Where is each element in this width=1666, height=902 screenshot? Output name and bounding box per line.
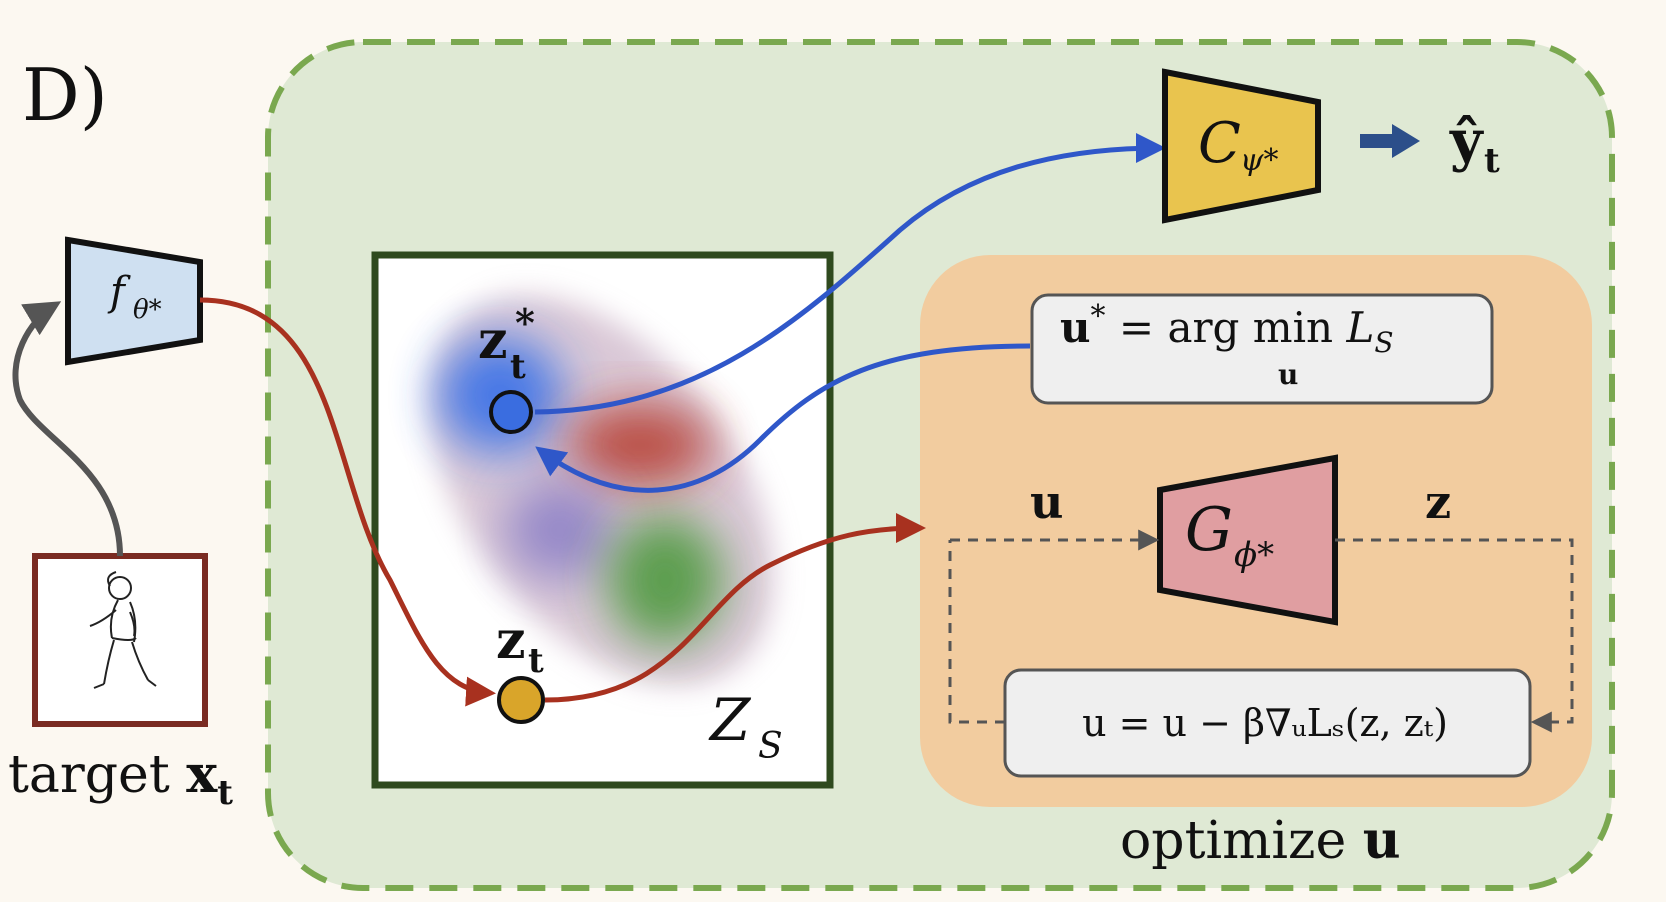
input-arrow (12, 301, 123, 557)
generator-output-dashed (1335, 538, 1574, 733)
update-formula-box (1003, 668, 1532, 778)
generator-block (1157, 454, 1338, 626)
classifier-sub: ψ* (1240, 143, 1279, 178)
generator-output-label: z (1425, 475, 1451, 529)
z-t-sub: t (528, 641, 544, 681)
prediction-sub: t (1484, 141, 1500, 181)
encoder-sub: θ* (133, 295, 162, 325)
output-arrow (1360, 124, 1420, 158)
walking-person-icon (89, 571, 157, 689)
z-t-label: z (496, 610, 526, 671)
generator-input-label: u (1030, 475, 1063, 529)
prediction-label: ŷ (1449, 108, 1484, 174)
generator-label: G (1185, 495, 1233, 565)
z-t-star-sub: t (510, 347, 526, 387)
z-to-optimizer-arrow (544, 513, 926, 703)
z-t-point (497, 676, 545, 724)
generator-sub: ϕ* (1234, 535, 1274, 575)
optimize-label: optimize u (1120, 810, 1401, 871)
z-t-star-sup: * (515, 300, 535, 345)
latent-space-sub: S (758, 726, 783, 767)
panel-label: D) (22, 53, 108, 137)
optimal-u-formula: u* = arg min LS (1060, 299, 1394, 359)
encode-arrow (199, 297, 496, 707)
z-t-star-point (489, 390, 533, 434)
classify-arrow (534, 133, 1166, 415)
classifier-label: C (1198, 111, 1241, 176)
classifier-block (1162, 68, 1321, 224)
target-label: target xt (8, 744, 233, 813)
optimal-u-formula-box (1030, 293, 1494, 405)
loop-return-dashed (948, 540, 1005, 724)
z-t-star-label: z (478, 310, 508, 371)
optimal-u-formula-under: u (1278, 358, 1298, 391)
update-formula: u = u − β∇ᵤLₛ(z, zₜ) (1082, 701, 1448, 745)
encoder-block (65, 236, 203, 366)
optimum-arrow (535, 343, 1031, 493)
latent-space-label: Z (708, 686, 752, 754)
